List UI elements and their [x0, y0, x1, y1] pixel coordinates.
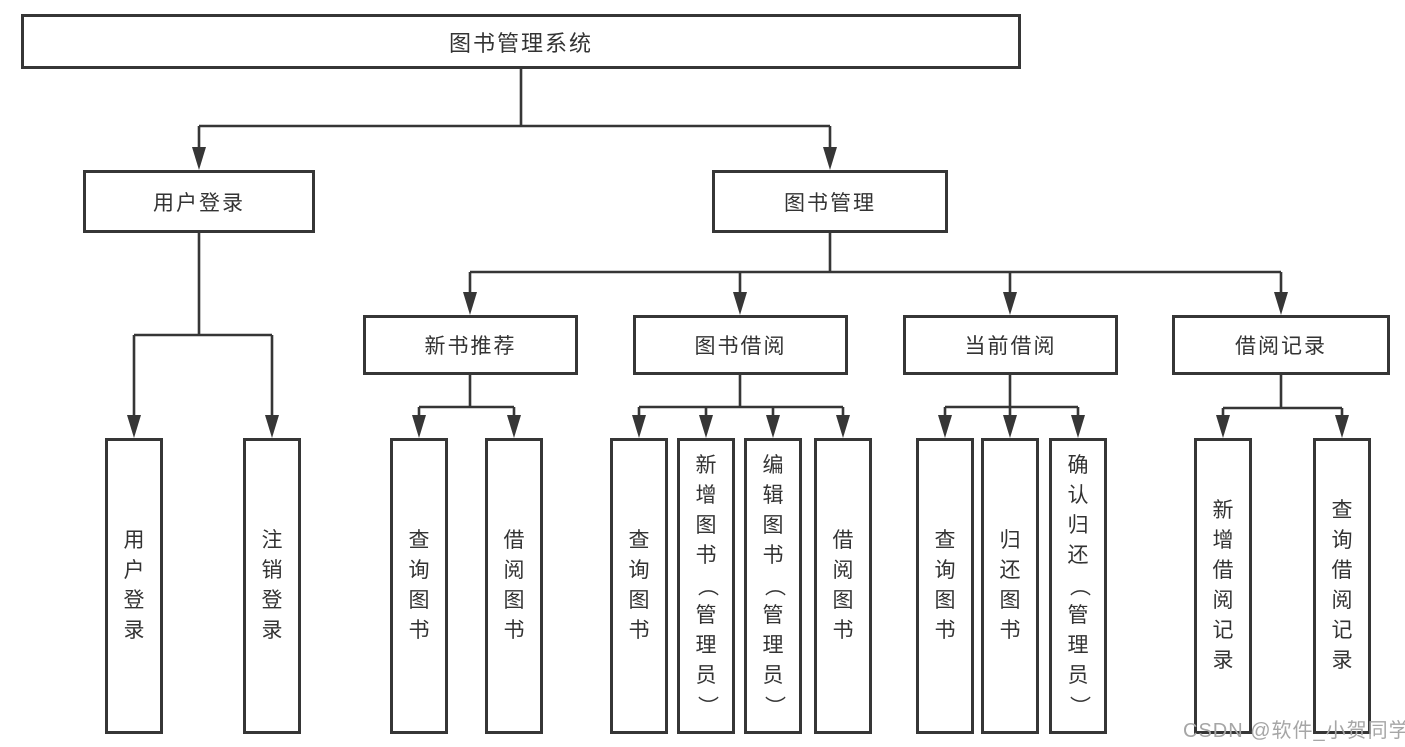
vertical-char: 图: [934, 589, 956, 612]
leaf-query-borrow-record: 查询借阅记录: [1313, 438, 1371, 734]
leaf-confirm-return-admin: 确认归还 （ 管理员 ）: [1049, 438, 1107, 734]
vertical-char: 员: [762, 664, 784, 687]
vertical-char: 归: [1067, 514, 1089, 537]
leaf-add-book-admin: 新增图书 （ 管理员 ）: [677, 438, 735, 734]
vertical-char: 管: [695, 604, 717, 627]
vertical-char: 用: [123, 529, 145, 552]
vertical-char: 书: [762, 544, 784, 567]
vertical-char: （: [1067, 575, 1090, 597]
vertical-char: 还: [999, 559, 1021, 582]
vertical-char: 查: [628, 529, 650, 552]
connector-strokes: [132, 69, 1344, 418]
vertical-char: 书: [999, 619, 1021, 642]
vertical-char: 借: [1212, 559, 1234, 582]
vertical-char: 图: [762, 514, 784, 537]
vertical-char: 认: [1067, 484, 1089, 507]
vertical-char: 管: [762, 604, 784, 627]
vertical-char: 理: [1067, 634, 1089, 657]
vertical-char: 增: [1212, 529, 1234, 552]
leaf-query-book-borrow: 查询图书: [610, 438, 668, 734]
vertical-char: 理: [762, 634, 784, 657]
vertical-char: 阅: [1331, 589, 1353, 612]
vertical-char: 阅: [1212, 589, 1234, 612]
node-current-borrow: 当前借阅: [903, 315, 1118, 375]
vertical-char: 还: [1067, 544, 1089, 567]
vertical-char: 借: [503, 529, 525, 552]
vertical-char: 阅: [832, 559, 854, 582]
vertical-char: 借: [1331, 559, 1353, 582]
vertical-char: 注: [261, 529, 283, 552]
leaf-query-book-current: 查询图书: [916, 438, 974, 734]
csdn-watermark: CSDN @软件_小贺同学: [1183, 720, 1405, 742]
vertical-char: 书: [628, 619, 650, 642]
vertical-char: 新: [695, 454, 717, 477]
vertical-char: 查: [1331, 499, 1353, 522]
vertical-char: 图: [503, 589, 525, 612]
vertical-char: 员: [695, 664, 717, 687]
vertical-char: 辑: [762, 484, 784, 507]
leaf-borrow-book-recommend: 借阅图书: [485, 438, 543, 734]
node-book-borrow: 图书借阅: [633, 315, 848, 375]
vertical-char: 书: [832, 619, 854, 642]
vertical-char: 录: [1212, 649, 1234, 672]
vertical-char: 新: [1212, 499, 1234, 522]
vertical-char: 理: [695, 634, 717, 657]
leaf-logout-login: 注销登录: [243, 438, 301, 734]
vertical-char: 确: [1067, 454, 1089, 477]
leaf-borrow-book: 借阅图书: [814, 438, 872, 734]
vertical-char: 编: [762, 454, 784, 477]
vertical-char: 询: [408, 559, 430, 582]
vertical-char: ）: [695, 695, 718, 717]
vertical-char: 登: [261, 589, 283, 612]
vertical-char: 借: [832, 529, 854, 552]
vertical-char: 询: [934, 559, 956, 582]
leaf-user-login: 用户登录: [105, 438, 163, 734]
vertical-char: 询: [1331, 529, 1353, 552]
vertical-char: 查: [934, 529, 956, 552]
vertical-char: 增: [695, 484, 717, 507]
vertical-char: ）: [1067, 695, 1090, 717]
node-library-management-system: 图书管理系统: [21, 14, 1021, 69]
vertical-char: （: [695, 575, 718, 597]
node-user-login: 用户登录: [83, 170, 315, 233]
vertical-char: 销: [261, 559, 283, 582]
vertical-char: 记: [1331, 619, 1353, 642]
node-borrow-records: 借阅记录: [1172, 315, 1390, 375]
node-new-book-recommend: 新书推荐: [363, 315, 578, 375]
vertical-char: 图: [999, 589, 1021, 612]
vertical-char: 阅: [503, 559, 525, 582]
leaf-return-book: 归还图书: [981, 438, 1039, 734]
vertical-char: 录: [1331, 649, 1353, 672]
vertical-char: 查: [408, 529, 430, 552]
vertical-char: 书: [503, 619, 525, 642]
vertical-char: （: [762, 575, 785, 597]
vertical-char: 图: [832, 589, 854, 612]
vertical-char: 归: [999, 529, 1021, 552]
vertical-char: 户: [123, 559, 145, 582]
vertical-char: 图: [628, 589, 650, 612]
vertical-char: 录: [261, 619, 283, 642]
leaf-add-borrow-record: 新增借阅记录: [1194, 438, 1252, 734]
node-book-management: 图书管理: [712, 170, 948, 233]
leaf-query-book-recommend: 查询图书: [390, 438, 448, 734]
vertical-char: 书: [408, 619, 430, 642]
vertical-char: 录: [123, 619, 145, 642]
vertical-char: 书: [934, 619, 956, 642]
leaf-edit-book-admin: 编辑图书 （ 管理员 ）: [744, 438, 802, 734]
vertical-char: ）: [762, 695, 785, 717]
vertical-char: 员: [1067, 664, 1089, 687]
vertical-char: 登: [123, 589, 145, 612]
vertical-char: 图: [695, 514, 717, 537]
vertical-char: 记: [1212, 619, 1234, 642]
vertical-char: 询: [628, 559, 650, 582]
vertical-char: 书: [695, 544, 717, 567]
vertical-char: 图: [408, 589, 430, 612]
vertical-char: 管: [1067, 604, 1089, 627]
arrowheads: [127, 147, 1349, 438]
